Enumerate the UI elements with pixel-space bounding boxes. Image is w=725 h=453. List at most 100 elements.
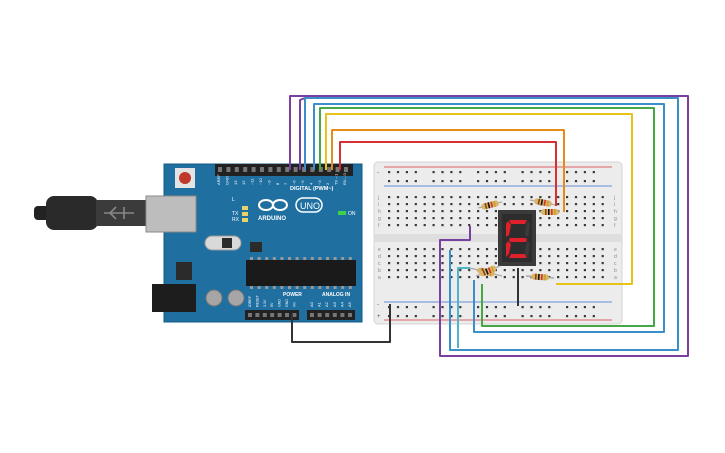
- breadboard-hole[interactable]: [405, 171, 408, 174]
- breadboard-hole[interactable]: [530, 269, 533, 272]
- reset-button[interactable]: [179, 172, 191, 184]
- breadboard-hole[interactable]: [485, 315, 489, 318]
- breadboard-hole[interactable]: [388, 171, 391, 174]
- breadboard-hole[interactable]: [485, 224, 489, 227]
- breadboard-hole[interactable]: [432, 306, 435, 309]
- breadboard-hole[interactable]: [494, 276, 497, 279]
- breadboard-hole[interactable]: [592, 262, 595, 265]
- breadboard-hole[interactable]: [557, 276, 560, 279]
- breadboard-hole[interactable]: [494, 224, 497, 227]
- breadboard-hole[interactable]: [423, 196, 426, 199]
- breadboard-hole[interactable]: [583, 269, 586, 272]
- breadboard-hole[interactable]: [432, 269, 435, 272]
- breadboard-hole[interactable]: [583, 262, 586, 265]
- breadboard-hole[interactable]: [459, 210, 462, 213]
- breadboard-hole[interactable]: [601, 255, 604, 258]
- breadboard-hole[interactable]: [450, 203, 453, 206]
- breadboard-hole[interactable]: [566, 180, 569, 183]
- breadboard-hole[interactable]: [494, 196, 497, 199]
- breadboard-hole[interactable]: [388, 269, 391, 272]
- digital-pin-hole[interactable]: [226, 167, 231, 172]
- breadboard-hole[interactable]: [566, 255, 569, 258]
- breadboard-hole[interactable]: [592, 255, 595, 258]
- breadboard-hole[interactable]: [494, 180, 497, 183]
- analog-pin-hole[interactable]: [310, 313, 314, 317]
- breadboard-hole[interactable]: [405, 315, 408, 318]
- breadboard-hole[interactable]: [539, 255, 542, 258]
- digital-pin-hole[interactable]: [234, 167, 239, 172]
- breadboard-hole[interactable]: [548, 262, 551, 265]
- breadboard-hole[interactable]: [405, 248, 408, 251]
- breadboard-hole[interactable]: [583, 203, 586, 206]
- breadboard-hole[interactable]: [414, 306, 417, 309]
- breadboard-hole[interactable]: [405, 276, 408, 279]
- breadboard-hole[interactable]: [557, 255, 560, 258]
- breadboard-hole[interactable]: [450, 269, 453, 272]
- analog-pin-hole[interactable]: [340, 313, 345, 317]
- breadboard-hole[interactable]: [450, 217, 453, 220]
- breadboard-hole[interactable]: [388, 276, 391, 279]
- breadboard-hole[interactable]: [557, 203, 560, 206]
- wire[interactable]: [319, 107, 655, 327]
- breadboard-hole[interactable]: [441, 276, 444, 279]
- breadboard-hole[interactable]: [503, 203, 506, 206]
- breadboard-hole[interactable]: [601, 210, 604, 213]
- breadboard-hole[interactable]: [450, 262, 453, 265]
- breadboard-hole[interactable]: [477, 210, 480, 213]
- breadboard-hole[interactable]: [459, 276, 462, 279]
- wire[interactable]: [289, 95, 689, 357]
- breadboard-hole[interactable]: [414, 217, 417, 220]
- breadboard-hole[interactable]: [583, 180, 586, 183]
- breadboard-hole[interactable]: [574, 255, 578, 258]
- breadboard-hole[interactable]: [414, 224, 417, 227]
- breadboard-hole[interactable]: [485, 196, 489, 199]
- breadboard-hole[interactable]: [592, 180, 595, 183]
- breadboard-hole[interactable]: [423, 262, 426, 265]
- breadboard-hole[interactable]: [521, 180, 524, 183]
- breadboard-hole[interactable]: [388, 262, 391, 265]
- breadboard-hole[interactable]: [396, 180, 400, 183]
- breadboard-hole[interactable]: [414, 255, 417, 258]
- breadboard-hole[interactable]: [459, 171, 462, 174]
- breadboard-hole[interactable]: [405, 269, 408, 272]
- breadboard-hole[interactable]: [557, 196, 560, 199]
- breadboard-hole[interactable]: [405, 217, 408, 220]
- breadboard-hole[interactable]: [468, 210, 471, 213]
- breadboard-hole[interactable]: [574, 171, 578, 174]
- breadboard-hole[interactable]: [459, 180, 462, 183]
- breadboard-hole[interactable]: [396, 306, 400, 309]
- analog-pin-hole[interactable]: [325, 313, 330, 317]
- breadboard-hole[interactable]: [441, 203, 444, 206]
- breadboard-hole[interactable]: [477, 248, 480, 251]
- breadboard-hole[interactable]: [521, 196, 524, 199]
- digital-pin-hole[interactable]: [310, 167, 315, 172]
- analog-pin-hole[interactable]: [317, 313, 322, 317]
- breadboard-hole[interactable]: [530, 203, 533, 206]
- breadboard-hole[interactable]: [601, 203, 604, 206]
- breadboard-hole[interactable]: [423, 217, 426, 220]
- breadboard-hole[interactable]: [414, 171, 417, 174]
- arduino-board[interactable]: L TX RX ON ARDUINO UNO DIGITAL (PWM~) AR…: [145, 163, 363, 323]
- breadboard-hole[interactable]: [566, 217, 569, 220]
- breadboard-hole[interactable]: [530, 180, 533, 183]
- breadboard-hole[interactable]: [441, 224, 444, 227]
- digital-pin-hole[interactable]: [251, 167, 256, 172]
- breadboard-hole[interactable]: [414, 315, 417, 318]
- digital-pin-hole[interactable]: [293, 167, 298, 172]
- breadboard-hole[interactable]: [414, 248, 417, 251]
- breadboard-hole[interactable]: [548, 269, 551, 272]
- breadboard-hole[interactable]: [396, 262, 400, 265]
- breadboard-hole[interactable]: [468, 248, 471, 251]
- breadboard-hole[interactable]: [468, 203, 471, 206]
- breadboard-hole[interactable]: [494, 210, 497, 213]
- breadboard-hole[interactable]: [566, 262, 569, 265]
- breadboard-hole[interactable]: [503, 180, 506, 183]
- breadboard-hole[interactable]: [459, 306, 462, 309]
- breadboard-hole[interactable]: [405, 180, 408, 183]
- breadboard-hole[interactable]: [414, 276, 417, 279]
- breadboard-hole[interactable]: [414, 210, 417, 213]
- breadboard-hole[interactable]: [485, 171, 489, 174]
- breadboard-hole[interactable]: [574, 315, 578, 318]
- breadboard-hole[interactable]: [530, 196, 533, 199]
- digital-pin-hole[interactable]: [335, 167, 340, 172]
